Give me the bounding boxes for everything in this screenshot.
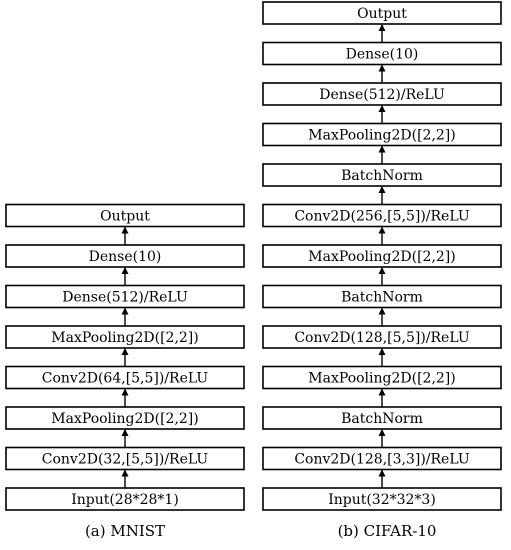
cifar-layer-5: BatchNorm (262, 284, 502, 309)
cifar-layer-label: BatchNorm (341, 168, 423, 184)
mnist-arrow-5 (121, 267, 129, 286)
mnist-layer-label: Conv2D(32,[5,5])/ReLU (42, 452, 209, 468)
cifar-arrow-7 (378, 186, 386, 205)
cifar-layer-8: BatchNorm (262, 163, 502, 187)
cifar-layer-label: Conv2D(128,[5,5])/ReLU (294, 330, 470, 346)
mnist-layer-5: Dense(512)/ReLU (5, 284, 245, 309)
cifar-layer-label: BatchNorm (341, 411, 423, 427)
cifar-layer-1: Conv2D(128,[3,3])/ReLU (262, 446, 502, 471)
cifar-layer-label: MaxPooling2D([2,2]) (308, 249, 455, 265)
caption-cifar10: (b) CIFAR-10 (337, 522, 437, 540)
cifar-arrow-0 (378, 469, 386, 488)
cifar-layer-label: Conv2D(256,[5,5])/ReLU (294, 209, 470, 225)
caption-mnist: (a) MNIST (84, 522, 166, 540)
cifar-arrow-2 (378, 388, 386, 407)
mnist-layer-2: MaxPooling2D([2,2]) (5, 406, 245, 430)
cifar-layer-12: Output (262, 1, 502, 25)
mnist-layer-7: Output (5, 203, 245, 228)
cifar-layer-3: MaxPooling2D([2,2]) (262, 365, 502, 390)
mnist-layer-label: Input(28*28*1) (71, 492, 179, 508)
cifar-arrow-3 (378, 348, 386, 367)
mnist-arrow-6 (121, 226, 129, 245)
cifar-layer-2: BatchNorm (262, 406, 502, 430)
mnist-layer-label: MaxPooling2D([2,2]) (51, 411, 198, 427)
mnist-layer-label: Dense(10) (89, 249, 162, 265)
cifar-layer-0: Input(32*32*3) (262, 487, 502, 511)
mnist-layer-4: MaxPooling2D([2,2]) (5, 325, 245, 349)
mnist-layer-label: MaxPooling2D([2,2]) (51, 330, 198, 346)
cifar-arrow-4 (378, 307, 386, 326)
mnist-arrow-0 (121, 469, 129, 488)
cifar-arrow-9 (378, 105, 386, 124)
cifar-layer-9: MaxPooling2D([2,2]) (262, 122, 502, 147)
mnist-arrow-2 (121, 388, 129, 407)
mnist-layer-3: Conv2D(64,[5,5])/ReLU (5, 365, 245, 390)
cifar-arrow-10 (378, 64, 386, 83)
cifar-layer-label: Conv2D(128,[3,3])/ReLU (294, 452, 470, 468)
cifar-layer-label: MaxPooling2D([2,2]) (308, 128, 455, 144)
cifar-layer-label: Output (357, 6, 407, 22)
mnist-layer-label: Conv2D(64,[5,5])/ReLU (42, 371, 209, 387)
cifar-layer-label: Dense(512)/ReLU (319, 87, 445, 103)
cifar-layer-11: Dense(10) (262, 41, 502, 66)
cifar-layer-label: Dense(10) (346, 47, 419, 63)
cifar-arrow-6 (378, 226, 386, 245)
cifar-layer-10: Dense(512)/ReLU (262, 82, 502, 106)
cifar-layer-box (262, 1, 502, 25)
mnist-layer-1: Conv2D(32,[5,5])/ReLU (5, 446, 245, 471)
mnist-layer-6: Dense(10) (5, 244, 245, 268)
cifar-arrow-5 (378, 267, 386, 286)
cifar-arrow-8 (378, 145, 386, 164)
mnist-layer-0: Input(28*28*1) (5, 487, 245, 511)
cifar-layer-4: Conv2D(128,[5,5])/ReLU (262, 325, 502, 349)
mnist-layer-box (5, 203, 245, 228)
mnist-layer-label: Output (100, 209, 150, 225)
mnist-arrow-4 (121, 307, 129, 326)
cifar-arrow-1 (378, 429, 386, 448)
cifar-layer-6: MaxPooling2D([2,2]) (262, 244, 502, 268)
mnist-arrow-1 (121, 429, 129, 448)
cifar-layer-label: Input(32*32*3) (328, 492, 436, 508)
cifar-layer-label: MaxPooling2D([2,2]) (308, 371, 455, 387)
cifar-layer-label: BatchNorm (341, 290, 423, 306)
mnist-arrow-3 (121, 348, 129, 367)
cifar-arrow-11 (378, 24, 386, 43)
mnist-layer-label: Dense(512)/ReLU (62, 290, 188, 306)
cifar-layer-7: Conv2D(256,[5,5])/ReLU (262, 203, 502, 228)
